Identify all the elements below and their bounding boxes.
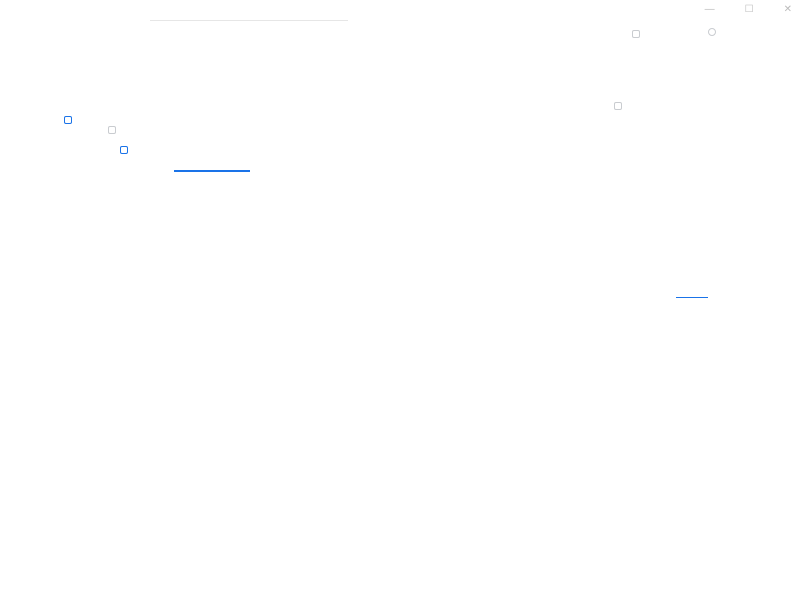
link-underline (676, 297, 708, 298)
close-button[interactable]: ✕ (783, 4, 792, 15)
apps-icon[interactable] (632, 30, 640, 38)
window-controls: — ☐ ✕ (705, 4, 792, 15)
app-logo[interactable] (64, 114, 72, 126)
account-icon[interactable] (708, 28, 716, 36)
active-tab-indicator (174, 170, 250, 172)
logo-icon (64, 116, 72, 125)
minimize-button[interactable]: — (704, 4, 715, 15)
maximize-button[interactable]: ☐ (744, 4, 754, 15)
bookmark-icon[interactable] (614, 102, 622, 110)
menu-icon[interactable] (108, 126, 116, 134)
home-icon[interactable] (120, 146, 128, 154)
tab-strip (150, 20, 348, 21)
